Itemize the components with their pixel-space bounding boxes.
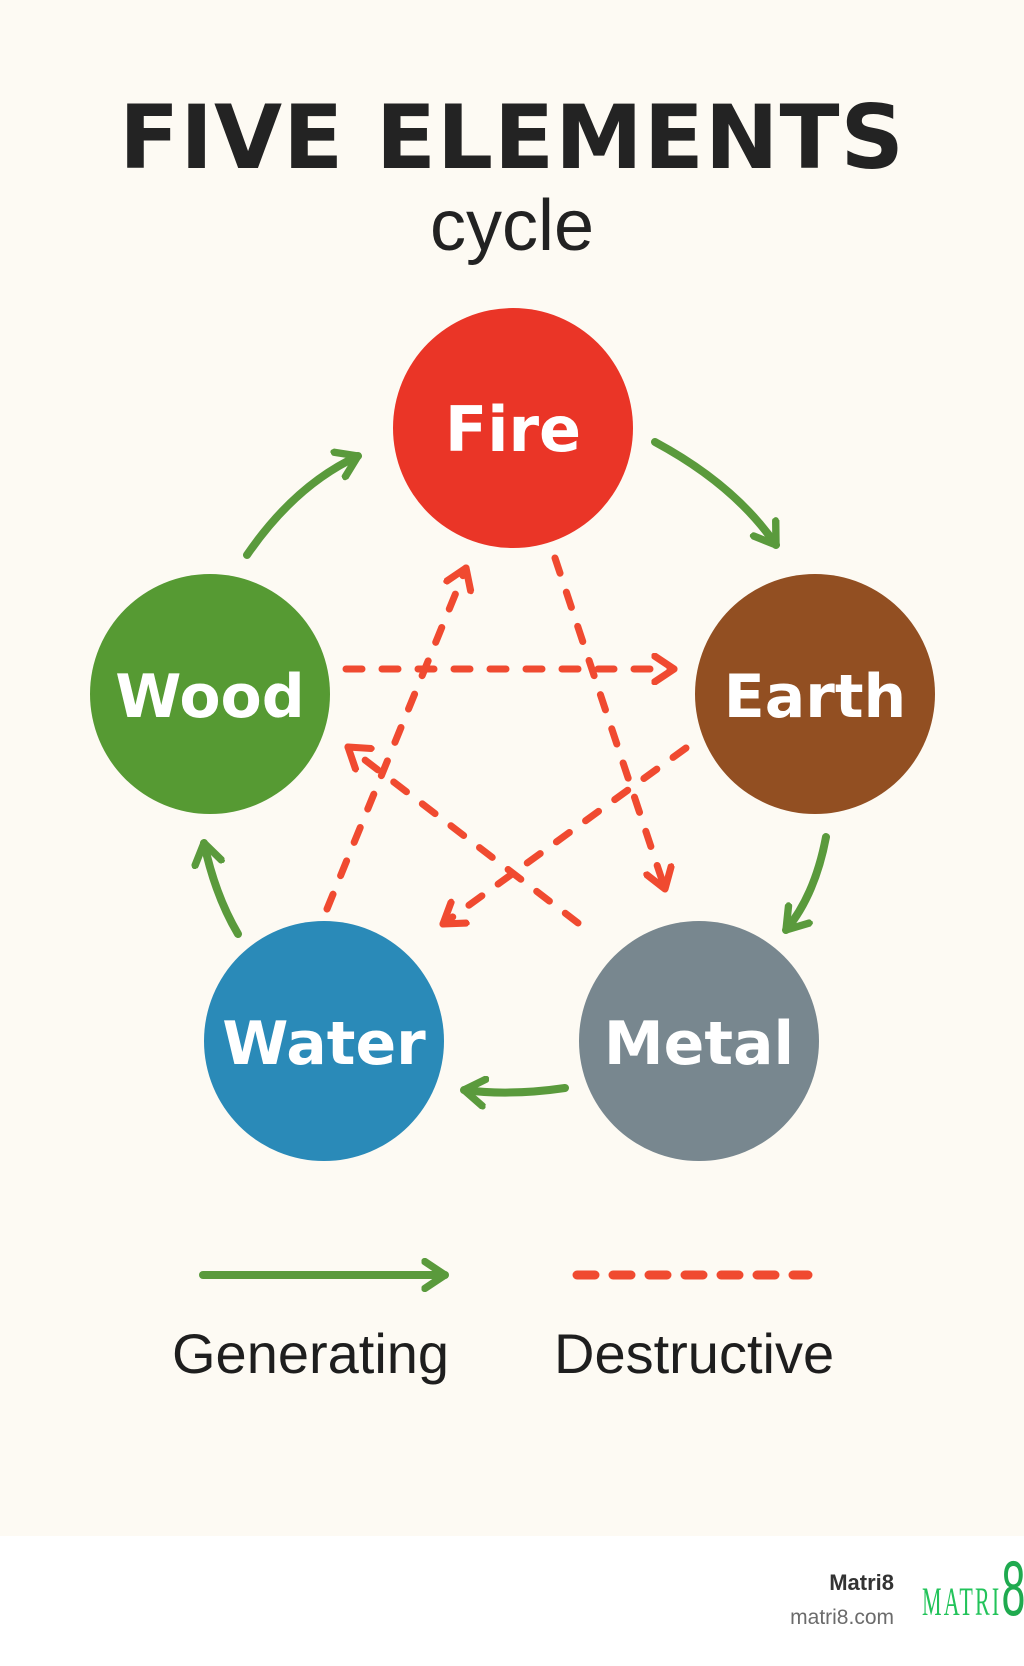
element-node-earth: Earth [695,574,935,814]
generating-arrows [204,438,830,1093]
element-node-wood: Wood [90,574,330,814]
generating-arrow-wood-to-fire [243,456,362,559]
page-title: FIVE ELEMENTS [119,86,905,189]
element-node-water: Water [204,921,444,1161]
brand-logo: MATRI8 [922,1549,1024,1627]
destructive-arrow-metal-to-wood [348,747,582,927]
metal-label: Metal [604,1009,794,1079]
earth-circle [695,574,935,814]
element-node-fire: Fire [393,308,633,548]
element-node-metal: Metal [579,921,819,1161]
generating-arrow-water-to-wood [204,839,242,938]
destructive-arrow-water-to-fire [323,568,466,913]
wood-label: Wood [115,662,304,732]
brand-name: Matri8 [829,1570,894,1595]
legend-destructive-label: Destructive [554,1322,835,1385]
brand-logo-digit: 8 [1001,1544,1024,1632]
footer: Matri8 matri8.com MATRI8 [0,1536,1024,1666]
destructive-arrow-fire-to-metal [551,554,665,889]
wood-circle [90,574,330,814]
earth-label: Earth [724,662,906,732]
generating-arrow-fire-to-earth [651,438,780,549]
poster: FIVE ELEMENTS cycle [0,0,1024,1536]
water-circle [204,921,444,1161]
generating-arrow-earth-to-metal [782,833,830,934]
fire-label: Fire [445,393,581,466]
legend-generating-label: Generating [172,1322,450,1385]
page-subtitle: cycle [429,186,595,266]
water-label: Water [222,1009,426,1079]
brand-logo-text: MATRI [922,1579,1002,1624]
brand-url[interactable]: matri8.com [790,1606,894,1629]
destructive-arrow-earth-to-water [443,744,690,924]
metal-circle [579,921,819,1161]
fire-circle [393,308,633,548]
generating-arrow-metal-to-water [460,1088,569,1093]
destructive-arrows [323,554,690,927]
five-elements-diagram: Fire Earth Metal Water Wood [90,308,935,1536]
